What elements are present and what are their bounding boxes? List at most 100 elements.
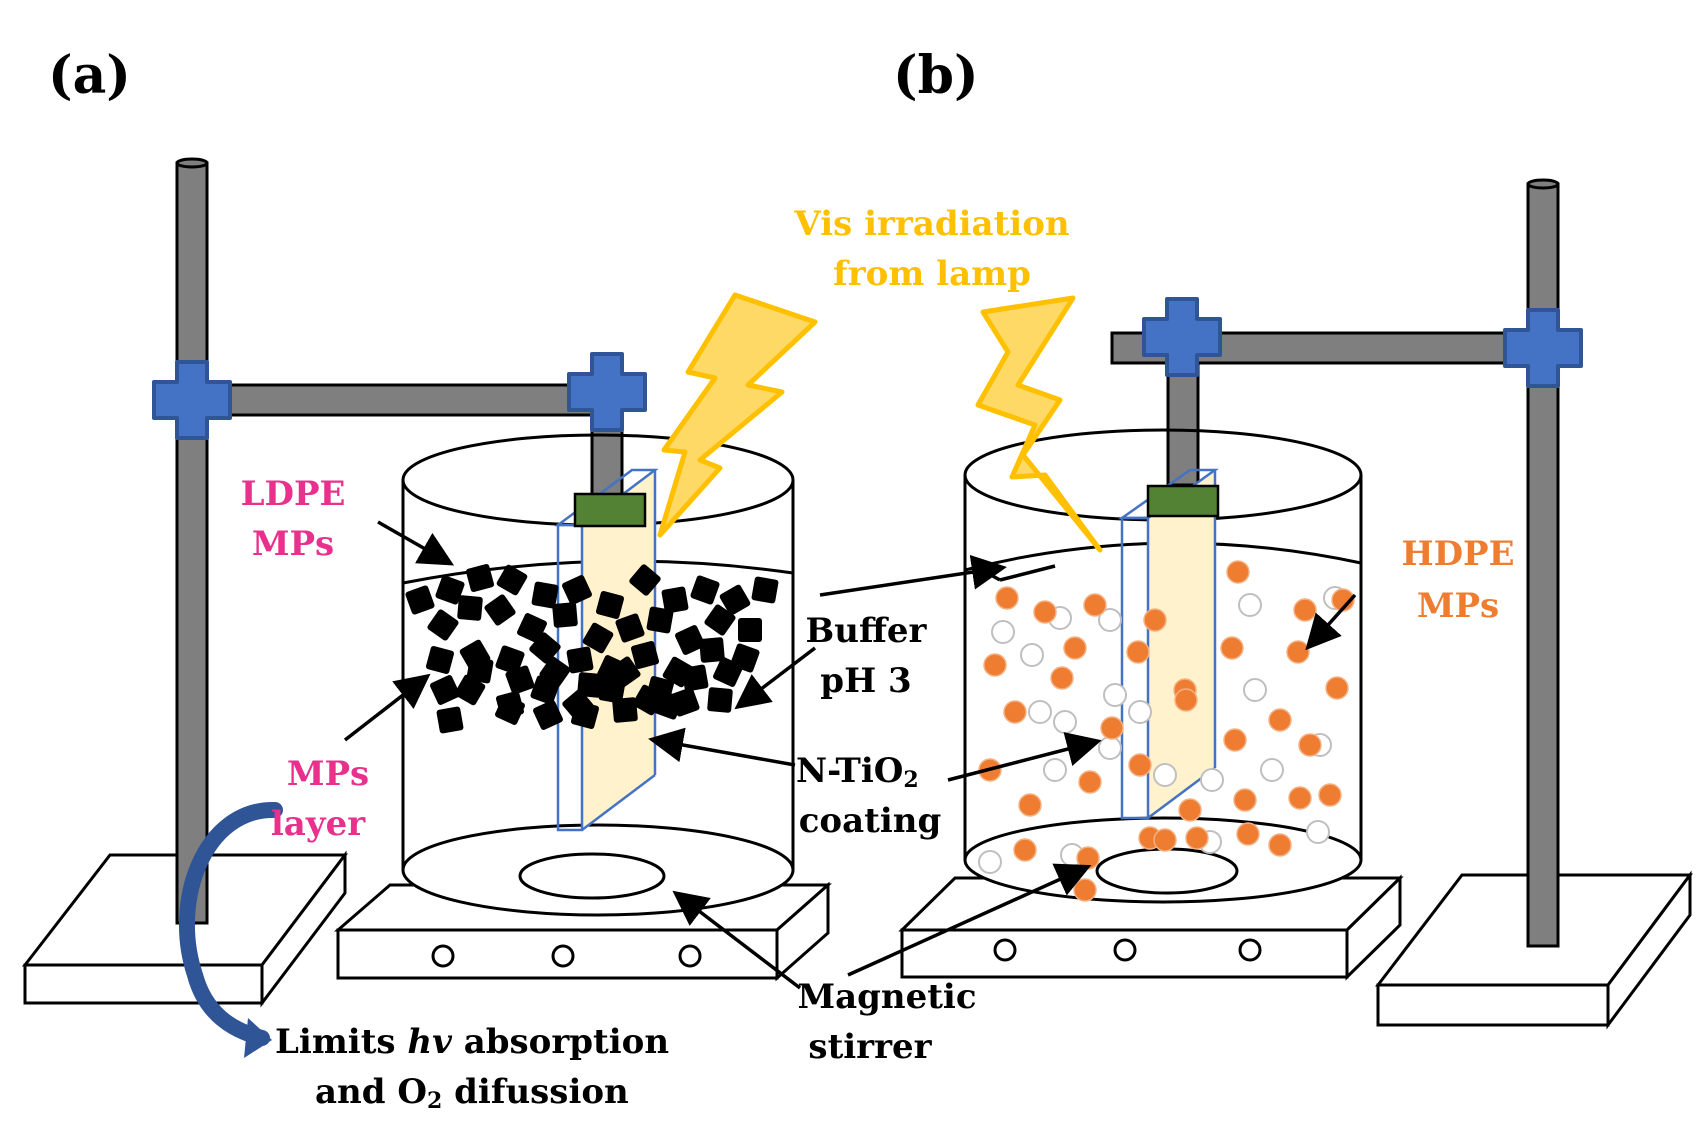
stand-b-rod	[1526, 178, 1560, 948]
ntio2-label-line1: N-TiO2	[796, 751, 919, 793]
ldpe-particle	[630, 640, 660, 670]
hdpe-particle-orange	[1063, 636, 1087, 660]
hdpe-particle-white	[991, 620, 1015, 644]
mps-layer-label-line2: layer	[271, 804, 366, 844]
hdpe-particle-orange	[1293, 598, 1317, 622]
hdpe-particle-white	[978, 850, 1002, 874]
ldpe-particle	[552, 602, 578, 628]
ldpe-particle	[681, 664, 709, 692]
pointer-arrows	[343, 520, 1357, 990]
hdpe-particle-orange	[1033, 600, 1057, 624]
hdpe-particle-orange	[1003, 700, 1027, 724]
hdpe-particle-orange	[1286, 640, 1310, 664]
clamp-icon	[1142, 297, 1222, 377]
panel-label-b: (b)	[893, 45, 979, 106]
vis-label-line1: Vis irradiation	[793, 204, 1069, 244]
hdpe-particle-orange	[995, 586, 1019, 610]
hdpe-particle-orange	[1018, 793, 1042, 817]
ldpe-particle	[435, 575, 465, 605]
holder-rod-b	[1166, 363, 1200, 487]
ldpe-particle	[598, 676, 626, 704]
ldpe-particle	[690, 575, 720, 605]
stand-a-rod	[175, 157, 209, 925]
ldpe-particle	[531, 581, 559, 609]
mps-layer-label-line1: MPs	[287, 754, 369, 794]
ldpe-particle	[533, 700, 563, 730]
ldpe-particle	[495, 695, 525, 725]
ldpe-particle	[577, 672, 603, 698]
panel-label-a: (a)	[48, 45, 131, 106]
hdpe-particle-orange	[1226, 560, 1250, 584]
hdpe-particle-white	[1200, 768, 1224, 792]
hdpe-particle-orange	[1178, 798, 1202, 822]
hdpe-particle-orange	[1078, 770, 1102, 794]
hdpe-particle-orange	[1100, 716, 1124, 740]
hdpe-particle-orange	[1223, 728, 1247, 752]
hdpe-particle-white	[1043, 758, 1067, 782]
ldpe-particle	[653, 690, 683, 720]
hdpe-particle-white	[1028, 700, 1052, 724]
hdpe-particle-orange	[1233, 788, 1257, 812]
ldpe-particle	[562, 575, 592, 605]
ldpe-particle	[661, 586, 689, 614]
hdpe-particle-orange	[1236, 822, 1260, 846]
hdpe-particle-orange	[1143, 608, 1167, 632]
hdpe-particle-white	[1153, 763, 1177, 787]
hdpe-particle-white	[1020, 643, 1044, 667]
ldpe-particle	[629, 564, 661, 596]
ldpe-particle	[465, 563, 495, 593]
buffer-label-line2: pH 3	[820, 661, 911, 701]
magnetic-label-line1: Magnetic	[797, 977, 976, 1017]
ldpe-particle	[612, 697, 638, 723]
ldpe-particles	[405, 563, 779, 734]
ldpe-particle	[646, 606, 674, 634]
limits-label-line2: and O2 difussion	[315, 1072, 629, 1114]
hdpe-particle-orange	[1128, 753, 1152, 777]
ldpe-particle	[704, 604, 736, 636]
hdpe-particle-white	[1238, 593, 1262, 617]
ldpe-particle	[595, 590, 625, 620]
ldpe-particle	[517, 613, 547, 643]
ldpe-particle	[405, 585, 435, 615]
hdpe-particle-orange	[1220, 636, 1244, 660]
hdpe-particle-orange	[1325, 676, 1349, 700]
hdpe-particle-orange	[1076, 846, 1100, 870]
hdpe-particle-orange	[1050, 666, 1074, 690]
hdpe-particle-orange	[1174, 688, 1198, 712]
hdpe-particle-orange	[1185, 826, 1209, 850]
hdpe-particle-orange	[1318, 783, 1342, 807]
limits-label-line1: Limits hv absorption	[275, 1022, 669, 1062]
ldpe-particle	[454, 674, 486, 706]
hdpe-particle-white	[1098, 736, 1122, 760]
hdpe-particle-white	[1306, 820, 1330, 844]
ldpe-particle	[436, 706, 464, 734]
hdpe-particle-orange	[1288, 786, 1312, 810]
hdpe-particle-white	[1103, 683, 1127, 707]
hdpe-particle-orange	[1268, 833, 1292, 857]
hdpe-particle-white	[1098, 608, 1122, 632]
ldpe-particle	[466, 656, 494, 684]
clamp-icon	[152, 360, 232, 440]
hdpe-particle-orange	[1268, 708, 1292, 732]
hdpe-particle-white	[1260, 758, 1284, 782]
ldpe-label-line1: LDPE	[241, 474, 346, 514]
hdpe-particle-white	[1243, 678, 1267, 702]
ldpe-label-line2: MPs	[252, 524, 334, 564]
vis-label-line2: from lamp	[833, 254, 1031, 294]
ldpe-particle	[430, 675, 460, 705]
ldpe-particle	[751, 576, 779, 604]
ldpe-particle	[427, 609, 459, 641]
slide-holder-b	[1146, 484, 1220, 518]
hdpe-label-line2: MPs	[1417, 586, 1499, 626]
hdpe-particle-orange	[1126, 640, 1150, 664]
stand-a-arm	[203, 383, 607, 417]
buffer-arrow	[819, 554, 1007, 597]
hdpe-particle-white	[1053, 710, 1077, 734]
ldpe-particle	[719, 584, 751, 616]
hdpe-particle-orange	[1083, 593, 1107, 617]
ldpe-particle	[738, 618, 762, 642]
clamp-icon	[567, 352, 647, 432]
ldpe-particle	[566, 646, 594, 674]
ldpe-particle	[570, 700, 600, 730]
